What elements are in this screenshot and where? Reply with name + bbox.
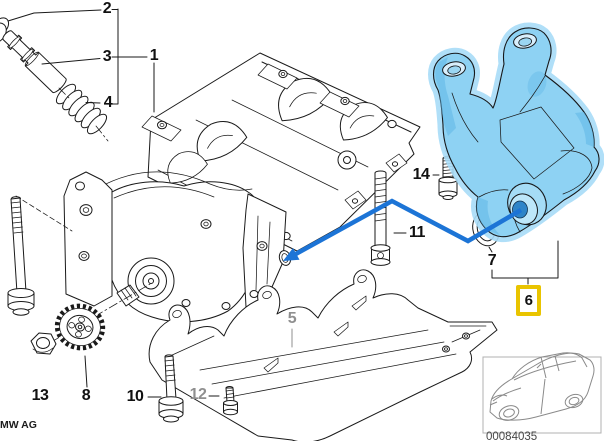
- leader-lines: [7, 8, 559, 398]
- callout-2[interactable]: 2: [102, 0, 112, 17]
- callout-3[interactable]: 3: [102, 48, 112, 65]
- oil-pump-part: [63, 171, 292, 323]
- axis-line: [58, 87, 109, 142]
- nut-part: [30, 332, 57, 355]
- callout-10[interactable]: 10: [126, 388, 144, 405]
- oil-baffle-part: [148, 269, 498, 441]
- bolt-11-part: [370, 170, 391, 266]
- car-thumbnail: [482, 352, 602, 434]
- valve-spring-part: [55, 83, 108, 135]
- callout-6-selected[interactable]: 6: [516, 285, 541, 316]
- callout-12[interactable]: 12: [189, 386, 207, 403]
- relief-valve-piston-part: [2, 30, 67, 94]
- install-direction-arrow: [283, 198, 523, 261]
- intake-pipe-bracket-part[interactable]: [428, 22, 604, 243]
- callout-11[interactable]: 11: [409, 224, 425, 241]
- callout-13[interactable]: 13: [31, 387, 49, 404]
- image-number: 00084035: [486, 431, 538, 441]
- sprocket-axis-line: [35, 283, 151, 352]
- callout-1[interactable]: 1: [149, 47, 159, 64]
- callout-6-label: 6: [524, 292, 533, 309]
- bolt-10-part: [158, 335, 215, 423]
- callout-7[interactable]: 7: [487, 252, 497, 269]
- callout-8[interactable]: 8: [81, 387, 91, 404]
- callout-4[interactable]: 4: [103, 94, 113, 111]
- bolt-12-part: [223, 386, 238, 416]
- callout-14[interactable]: 14: [412, 166, 430, 183]
- sprocket-part: [54, 303, 106, 351]
- copyright-watermark: MW AG: [0, 419, 37, 431]
- callout-5[interactable]: 5: [287, 310, 297, 327]
- long-bolt-part: [7, 195, 73, 316]
